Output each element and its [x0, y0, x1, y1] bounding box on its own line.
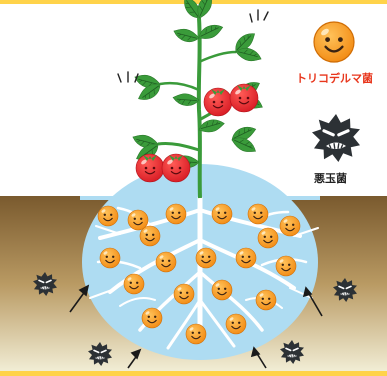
- good-microbe: [275, 255, 297, 277]
- attack-arrows: [69, 284, 323, 369]
- tomato: [135, 153, 165, 183]
- good-microbe: [141, 307, 163, 329]
- good-microbe: [211, 279, 233, 301]
- good-microbe: [165, 203, 187, 225]
- good-microbe: [235, 247, 257, 269]
- good-microbe: [123, 273, 145, 295]
- good-microbe: [97, 205, 119, 227]
- good-microbe: [211, 203, 233, 225]
- good-microbe: [225, 313, 247, 335]
- tomato: [161, 153, 191, 183]
- bottom-border: [0, 371, 387, 376]
- sparkle-marks: [117, 9, 269, 83]
- good-microbe: [247, 203, 269, 225]
- good-microbe: [139, 225, 161, 247]
- good-microbe: [279, 215, 301, 237]
- good-microbe: [185, 323, 207, 345]
- good-microbe-label: トリコデルマ菌: [296, 72, 373, 85]
- bad-microbe-legend-icon: [310, 112, 362, 164]
- good-microbe: [155, 251, 177, 273]
- tomato: [229, 83, 259, 113]
- good-microbe: [257, 227, 279, 249]
- good-microbe: [173, 283, 195, 305]
- good-microbe: [255, 289, 277, 311]
- plant-stem: [196, 17, 202, 199]
- good-microbe: [195, 247, 217, 269]
- good-microbe-legend-icon: [312, 20, 356, 64]
- bad-microbe-label: 悪玉菌: [314, 172, 347, 185]
- tomato: [203, 87, 233, 117]
- good-microbe: [99, 247, 121, 269]
